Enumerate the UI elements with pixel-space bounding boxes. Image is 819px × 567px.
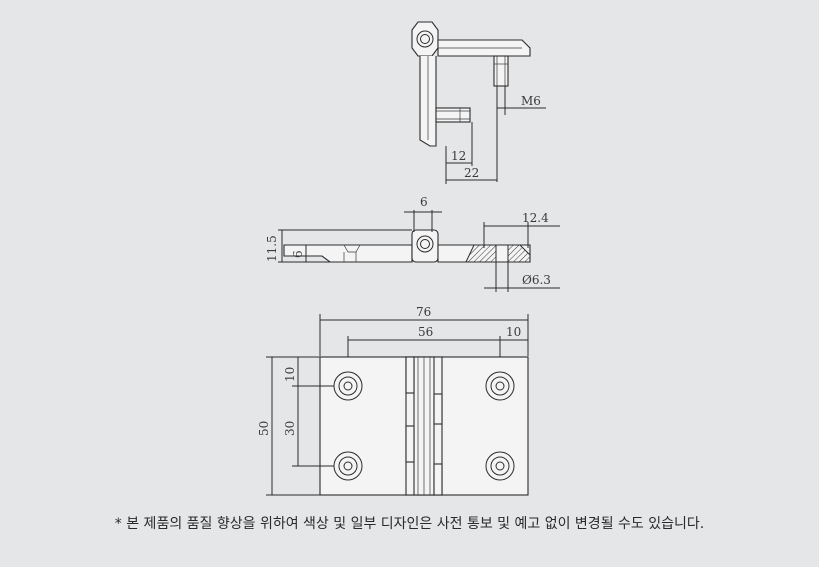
pin-circle-inner xyxy=(420,34,430,44)
dim-30: 30 xyxy=(283,421,297,436)
dim-22: 22 xyxy=(464,166,479,180)
section-knuckle xyxy=(411,229,439,263)
dim-12: 12 xyxy=(451,149,466,163)
dim-12-4: 12.4 xyxy=(522,211,549,225)
dim-11-5: 11.5 xyxy=(265,235,279,262)
dim-6-left: 6 xyxy=(291,250,305,258)
dim-10-top: 10 xyxy=(506,325,521,339)
screw-hole-bottom-right xyxy=(485,451,515,481)
horizontal-stud xyxy=(435,107,471,123)
top-side-view: M6 12 22 xyxy=(411,21,546,184)
dim-10-side: 10 xyxy=(283,367,297,382)
knuckle-segment-right xyxy=(433,393,443,425)
pin-circle-outer xyxy=(416,30,434,48)
section-pin-inner xyxy=(420,239,430,249)
dim-76: 76 xyxy=(416,305,431,319)
dim-6-top: 6 xyxy=(420,195,428,209)
dim-50: 50 xyxy=(257,421,271,436)
hatched-section-1 xyxy=(465,244,497,263)
dim-m6: M6 xyxy=(521,94,541,108)
front-view: 76 56 10 xyxy=(257,305,529,496)
footnote: * 본 제품의 품질 향상을 위하여 색상 및 일부 디자인은 사전 통보 및 … xyxy=(114,516,705,532)
knuckle-block xyxy=(411,21,439,57)
knuckle-segment-left xyxy=(405,425,415,463)
section-pin-outer xyxy=(416,235,434,253)
screw-hole-top-right xyxy=(485,371,515,401)
knuckle-segment-bottom xyxy=(433,463,443,496)
left-countersink xyxy=(343,244,361,253)
knuckle-segment-top xyxy=(405,356,415,394)
hatched-section-2 xyxy=(507,244,531,263)
vertical-stud xyxy=(493,55,509,87)
section-view: 6 12.4 Ø6.3 11.5 6 xyxy=(265,195,560,292)
dim-dia-6-3: Ø6.3 xyxy=(522,273,551,287)
dim-56: 56 xyxy=(418,325,433,339)
